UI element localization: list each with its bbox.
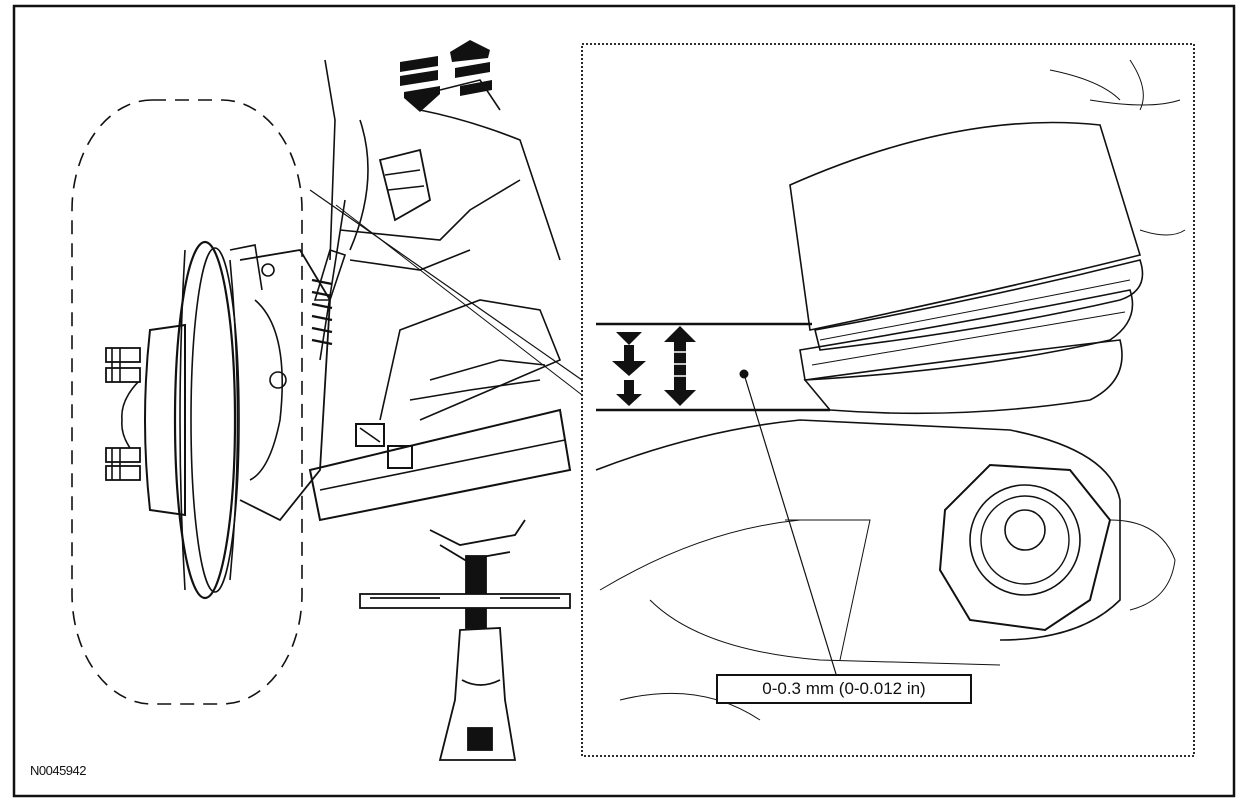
detail-inset	[581, 43, 1195, 757]
wheel-hub-assembly	[71, 99, 331, 705]
jack-stand	[359, 519, 571, 761]
figure-code: N0045942	[30, 763, 87, 778]
wheel-stud	[105, 347, 141, 363]
dial-indicator-arrows	[400, 40, 492, 112]
movement-arrow-left	[612, 332, 646, 406]
outer-border	[12, 4, 1236, 798]
inset-border	[581, 43, 1195, 757]
clearance-spec-label: 0-0.3 mm (0-0.012 in)	[716, 674, 972, 704]
movement-arrow-right	[664, 326, 696, 406]
brake-rotor	[173, 240, 237, 600]
lower-control-arm	[308, 59, 583, 522]
ball-joint-nut	[355, 423, 385, 447]
tire-outline-dashed	[71, 99, 303, 705]
